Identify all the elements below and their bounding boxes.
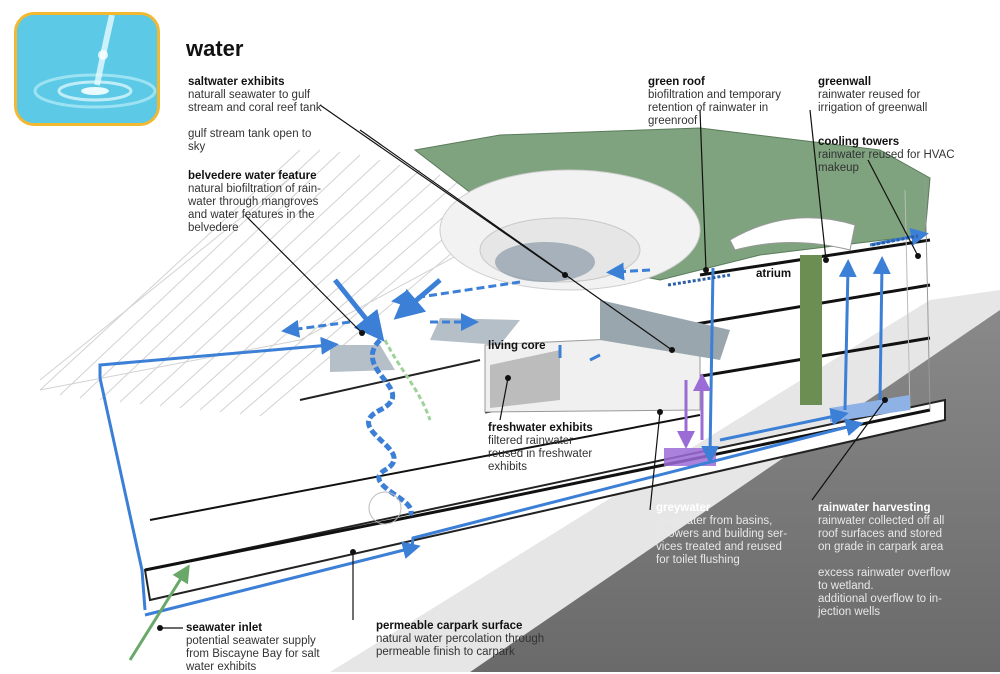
label-atrium: atrium xyxy=(756,268,792,280)
greenwall-strip xyxy=(800,255,822,405)
label-permeable-carpark-surface: permeable carpark surface natural water … xyxy=(376,620,545,658)
label-saltwater-exhibits: saltwater exhibits naturall seawater to … xyxy=(188,76,322,153)
carpark-deck xyxy=(144,408,931,572)
right-facade xyxy=(924,177,931,411)
water-drop-icon xyxy=(17,15,157,123)
solar-strip xyxy=(667,234,919,287)
label-belvedere-water-feature: belvedere water feature natural biofiltr… xyxy=(188,170,321,234)
mid-slab xyxy=(149,414,701,521)
level-2-slab xyxy=(659,283,931,332)
water-flow-arrows xyxy=(98,227,929,617)
page-title: water xyxy=(186,36,244,61)
label-seawater-inlet: seawater inlet potential seawater supply… xyxy=(186,622,320,673)
belvedere-slab xyxy=(299,359,481,401)
label-freshwater-exhibits: freshwater exhibits filtered rainwater r… xyxy=(488,422,593,473)
leader-lines xyxy=(160,104,919,629)
label-greenwall: greenwall rainwater reused for irrigatio… xyxy=(818,76,928,114)
seawater-inlet-arrow xyxy=(128,564,190,661)
spiral-water-feature xyxy=(366,338,414,517)
water-thumbnail xyxy=(14,12,160,126)
rainwater-storage xyxy=(830,395,910,422)
label-green-roof: green roof biofiltration and temporary r… xyxy=(648,76,781,127)
tank xyxy=(600,300,730,360)
label-greywater: greywater greywater from basins, showers… xyxy=(656,502,788,566)
label-rainwater-harvesting: rainwater harvesting rainwater collected… xyxy=(818,502,951,618)
canopy-trellis xyxy=(39,149,561,417)
greywater-arrows xyxy=(677,373,711,449)
label-cooling-towers: cooling towers rainwater reused for HVAC… xyxy=(818,136,955,174)
label-living-core: living core xyxy=(488,340,546,352)
